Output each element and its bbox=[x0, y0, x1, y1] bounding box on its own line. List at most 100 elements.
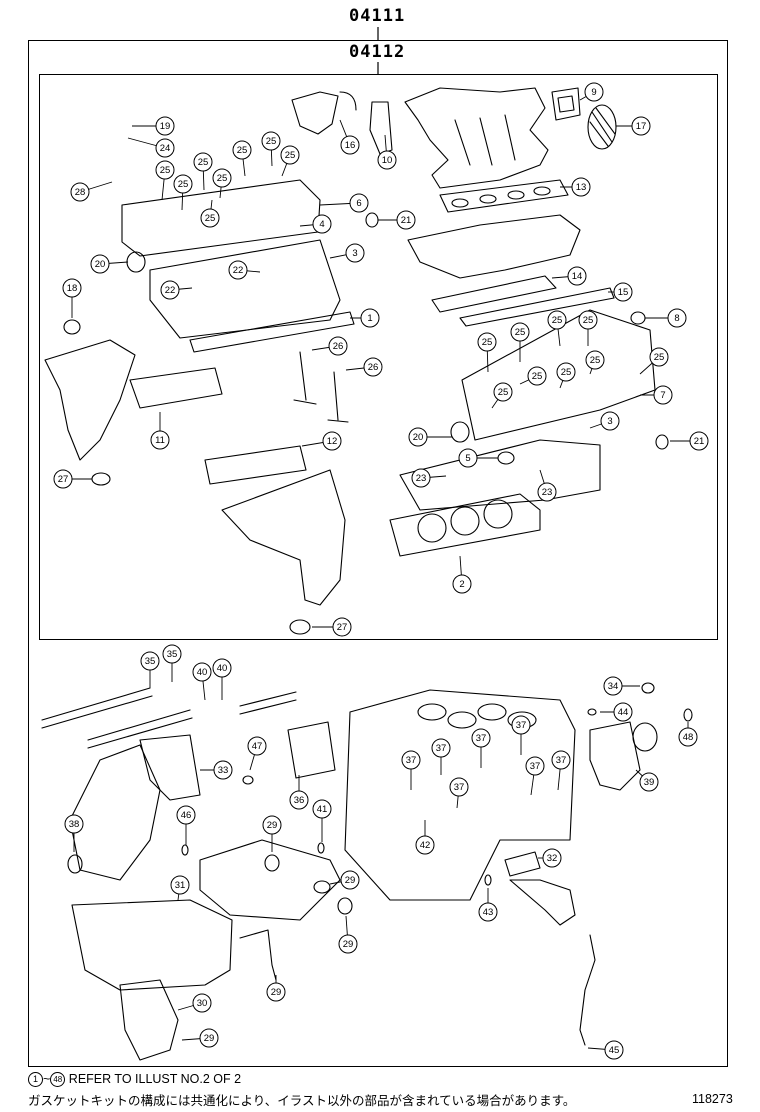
gasket-kit-outer-frame bbox=[28, 40, 728, 1067]
callout-circle bbox=[155, 116, 175, 136]
callout-number: 13 bbox=[576, 182, 587, 193]
callout-number: 29 bbox=[343, 939, 354, 950]
callout-number: 23 bbox=[542, 487, 553, 498]
cylinder-block bbox=[344, 689, 576, 901]
callout-circle bbox=[408, 427, 428, 447]
callout-number: 19 bbox=[160, 121, 171, 132]
sensor-16 bbox=[291, 91, 357, 135]
seal-8 bbox=[630, 311, 646, 325]
callout-number: 40 bbox=[217, 663, 228, 674]
callout-number: 25 bbox=[285, 150, 296, 161]
callout-number: 35 bbox=[145, 656, 156, 667]
exhaust-gasket-1 bbox=[189, 311, 355, 353]
callout-circle bbox=[332, 617, 352, 637]
callout-number: 25 bbox=[654, 352, 665, 363]
callout-circle bbox=[585, 350, 605, 370]
callout-number: 6 bbox=[356, 198, 361, 209]
callout-number: 31 bbox=[175, 880, 186, 891]
ring-27-left bbox=[91, 472, 111, 486]
callout-circle bbox=[527, 366, 547, 386]
callout-number: 11 bbox=[155, 435, 165, 446]
callout-circle bbox=[160, 280, 180, 300]
intake-manifold-upper bbox=[404, 87, 549, 189]
callout-circle bbox=[604, 1040, 624, 1060]
callout-number: 25 bbox=[583, 315, 594, 326]
callout-circle bbox=[471, 728, 491, 748]
callout-circle bbox=[547, 310, 567, 330]
callout-circle bbox=[192, 993, 212, 1013]
callout-number: 25 bbox=[266, 136, 277, 147]
throttle-gasket-17 bbox=[587, 104, 617, 150]
callout-number: 22 bbox=[165, 285, 176, 296]
callout-circle bbox=[401, 750, 421, 770]
callout-number: 20 bbox=[413, 432, 424, 443]
callout-number: 9 bbox=[591, 87, 596, 98]
kit-code: 04112 bbox=[349, 42, 406, 62]
callout-number: 17 bbox=[636, 121, 647, 132]
callout-number: 25 bbox=[217, 173, 228, 184]
callout-circle bbox=[289, 790, 309, 810]
callout-number: 44 bbox=[618, 707, 629, 718]
camshaft-1 bbox=[41, 687, 153, 729]
callout-circle bbox=[411, 468, 431, 488]
callout-circle bbox=[140, 651, 160, 671]
callout-number: 3 bbox=[607, 416, 612, 427]
callout-number: 25 bbox=[160, 165, 171, 176]
callout-number: 25 bbox=[552, 315, 563, 326]
callout-circle bbox=[477, 332, 497, 352]
callout-circle bbox=[90, 254, 110, 274]
seal-21-upper bbox=[365, 212, 379, 228]
callout-number: 21 bbox=[694, 436, 705, 447]
assembly-code: 04111 bbox=[349, 6, 406, 26]
callout-number: 12 bbox=[327, 436, 338, 447]
callout-circle bbox=[603, 676, 623, 696]
callout-circle bbox=[228, 260, 248, 280]
callout-number: 25 bbox=[498, 387, 509, 398]
callout-circle bbox=[613, 282, 633, 302]
refer-note: 1~48 REFER TO ILLUST NO.2 OF 2 bbox=[28, 1072, 241, 1088]
callout-number: 40 bbox=[197, 667, 208, 678]
intake-gasket-13 bbox=[439, 179, 569, 213]
callout-circle bbox=[155, 138, 175, 158]
o-ring-41 bbox=[317, 842, 325, 854]
callout-number: 27 bbox=[337, 622, 348, 633]
callout-circle bbox=[232, 140, 252, 160]
callout-circle bbox=[542, 848, 562, 868]
callout-circle bbox=[613, 702, 633, 722]
callout-circle bbox=[349, 193, 369, 213]
callout-circle bbox=[551, 750, 571, 770]
seal-29-c bbox=[337, 897, 353, 915]
callout-circle bbox=[200, 208, 220, 228]
callout-number: 27 bbox=[58, 474, 69, 485]
callout-number: 25 bbox=[515, 327, 526, 338]
callout-circle bbox=[478, 902, 498, 922]
callout-number: 15 bbox=[618, 287, 629, 298]
callout-number: 37 bbox=[406, 755, 417, 766]
timing-cover-33 bbox=[139, 734, 201, 801]
callout-circle bbox=[340, 870, 360, 890]
callout-circle bbox=[600, 411, 620, 431]
callout-number: 18 bbox=[67, 283, 78, 294]
dipstick-45 bbox=[579, 934, 596, 1046]
water-pump-36 bbox=[287, 721, 336, 779]
callout-circle bbox=[338, 934, 358, 954]
callout-circle bbox=[340, 135, 360, 155]
seal-20-upper bbox=[126, 251, 146, 273]
callout-circle bbox=[584, 82, 604, 102]
callout-circle bbox=[261, 131, 281, 151]
callout-number: 21 bbox=[401, 215, 412, 226]
callout-circle bbox=[396, 210, 416, 230]
callout-number: 35 bbox=[167, 649, 178, 660]
seal-29-a bbox=[264, 854, 280, 872]
callout-number: 26 bbox=[368, 362, 379, 373]
callout-number: 10 bbox=[382, 155, 393, 166]
cylinder-head-left bbox=[149, 239, 341, 339]
callout-circle bbox=[556, 362, 576, 382]
callout-number: 4 bbox=[319, 219, 324, 230]
callout-number: 25 bbox=[590, 355, 601, 366]
callout-number: 46 bbox=[181, 810, 192, 821]
callout-number: 16 bbox=[345, 140, 356, 151]
callout-circle bbox=[667, 308, 687, 328]
callout-number: 47 bbox=[252, 741, 263, 752]
callout-number: 2 bbox=[459, 579, 464, 590]
